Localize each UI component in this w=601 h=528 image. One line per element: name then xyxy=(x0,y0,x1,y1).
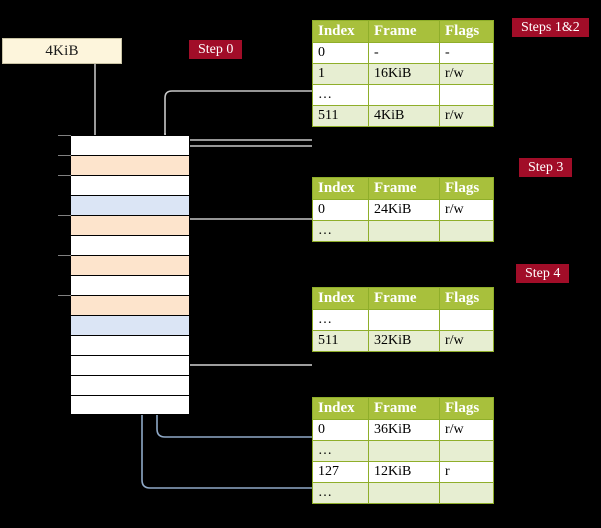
wire-step4 xyxy=(172,290,312,366)
cell-index: … xyxy=(312,84,369,106)
column-header-flags: Flags xyxy=(439,177,494,200)
cell-frame: 12KiB xyxy=(368,461,440,483)
badge-step-3: Step 3 xyxy=(519,158,573,177)
cell-flags xyxy=(439,84,494,106)
column-header-flags: Flags xyxy=(439,397,494,420)
cell-flags: r/w xyxy=(439,419,494,441)
memory-frame-row xyxy=(70,375,190,395)
cell-index: 127 xyxy=(312,461,369,483)
table-row: … xyxy=(312,440,494,462)
cell-frame: 16KiB xyxy=(368,63,440,85)
cell-flags: r xyxy=(439,461,494,483)
memory-tick xyxy=(58,255,71,256)
memory-frame-row xyxy=(70,235,190,255)
badge-steps-1-2: Steps 1&2 xyxy=(512,18,589,37)
memory-frame-row xyxy=(70,275,190,295)
cell-frame: 36KiB xyxy=(368,419,440,441)
badge-step-0: Step 0 xyxy=(189,40,243,59)
cell-flags: r/w xyxy=(439,330,494,352)
column-header-index: Index xyxy=(312,20,369,43)
cell-flags xyxy=(439,309,494,331)
column-header-index: Index xyxy=(312,287,369,310)
cell-frame: 24KiB xyxy=(368,199,440,221)
cell-flags: r/w xyxy=(439,63,494,85)
memory-frame-row xyxy=(70,335,190,355)
cell-index: … xyxy=(312,440,369,462)
memory-frame-row xyxy=(70,135,190,155)
table-row: … xyxy=(312,84,494,106)
memory-column xyxy=(70,135,190,415)
table-row: … xyxy=(312,220,494,242)
cell-frame xyxy=(368,440,440,462)
memory-frame-row xyxy=(70,315,190,335)
memory-frame-row xyxy=(70,255,190,275)
cell-flags: - xyxy=(439,42,494,64)
wire-step3 xyxy=(176,218,312,238)
table-row: … xyxy=(312,309,494,331)
memory-frame-row xyxy=(70,395,190,415)
memory-tick xyxy=(58,175,71,176)
memory-frame-row xyxy=(70,155,190,175)
cell-flags: r/w xyxy=(439,105,494,127)
column-header-index: Index xyxy=(312,397,369,420)
memory-frame-row xyxy=(70,295,190,315)
cell-flags xyxy=(439,440,494,462)
memory-frame-row xyxy=(70,195,190,215)
memory-frame-row xyxy=(70,355,190,375)
cell-index: 0 xyxy=(312,42,369,64)
cell-flags xyxy=(439,482,494,504)
cell-frame xyxy=(368,309,440,331)
badge-step-4: Step 4 xyxy=(516,264,570,283)
cell-index: … xyxy=(312,309,369,331)
cell-frame xyxy=(368,482,440,504)
cell-frame: - xyxy=(368,42,440,64)
memory-tick xyxy=(58,155,71,156)
memory-frame-row xyxy=(70,175,190,195)
cell-flags xyxy=(439,220,494,242)
column-header-flags: Flags xyxy=(439,287,494,310)
cell-frame xyxy=(368,220,440,242)
cell-index: … xyxy=(312,220,369,242)
memory-tick xyxy=(58,215,71,216)
cell-flags: r/w xyxy=(439,199,494,221)
memory-frame-row xyxy=(70,215,190,235)
cell-index: 0 xyxy=(312,199,369,221)
cell-frame: 32KiB xyxy=(368,330,440,352)
wire-steps12-loop xyxy=(164,90,312,141)
memory-tick xyxy=(58,295,71,296)
cell-index: 511 xyxy=(312,330,369,352)
column-header-flags: Flags xyxy=(439,20,494,43)
column-header-frame: Frame xyxy=(368,397,440,420)
cell-frame: 4KiB xyxy=(368,105,440,127)
cell-index: … xyxy=(312,482,369,504)
cell-index: 1 xyxy=(312,63,369,85)
cell-index: 511 xyxy=(312,105,369,127)
column-header-index: Index xyxy=(312,177,369,200)
column-header-frame: Frame xyxy=(368,20,440,43)
column-header-frame: Frame xyxy=(368,287,440,310)
table-row: 0-- xyxy=(312,42,494,64)
cell-frame xyxy=(368,84,440,106)
cell-index: 0 xyxy=(312,419,369,441)
memory-tick xyxy=(58,135,71,136)
column-header-frame: Frame xyxy=(368,177,440,200)
frame-size-label: 4KiB xyxy=(2,38,122,64)
table-row: … xyxy=(312,482,494,504)
